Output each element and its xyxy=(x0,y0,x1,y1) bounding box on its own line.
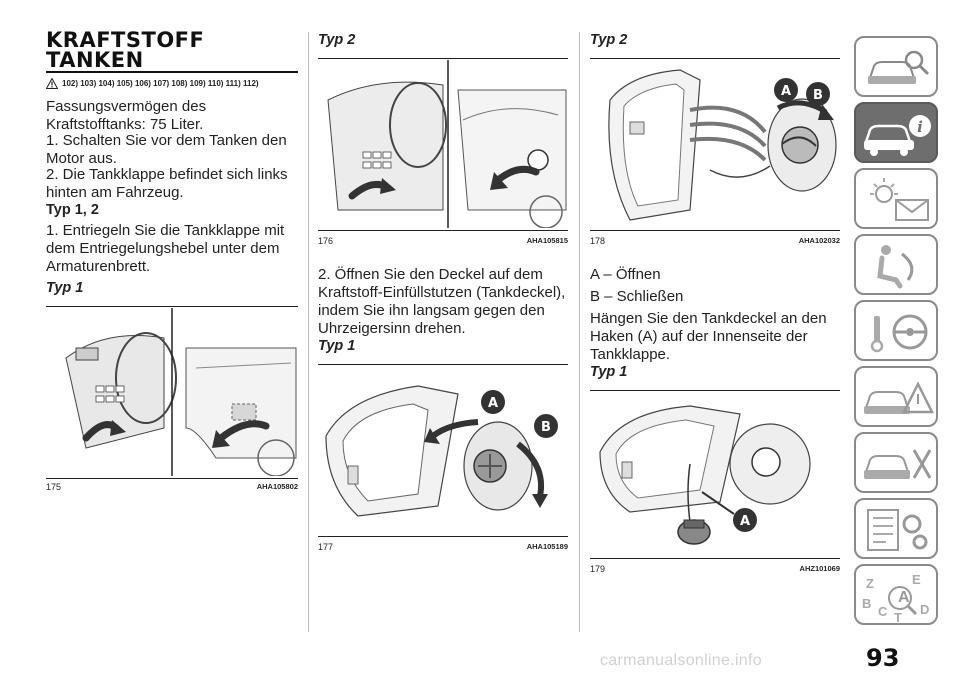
fuel-cap-open-close-illustration: A B xyxy=(608,69,837,221)
subheading-typ-2: Typ 2 xyxy=(590,32,628,48)
fuel-cap-hanging-illustration: A xyxy=(599,405,811,545)
section-title: KRAFTSTOFF TANKEN xyxy=(46,28,205,72)
key-steering-wheel-icon xyxy=(870,314,928,353)
fuel-cap-rotation-illustration: A B xyxy=(325,385,558,517)
hang-cap-text: Hängen Sie den Tankdeckel an den Haken (… xyxy=(590,310,827,363)
label-a: A xyxy=(781,84,791,99)
figure-number: 176 xyxy=(318,236,334,246)
title-line-1: KRAFTSTOFF xyxy=(46,28,205,52)
page-number: 93 xyxy=(866,644,900,672)
car-info-icon: i xyxy=(864,115,931,156)
subheading-typ-2: Typ 2 xyxy=(318,32,356,48)
label-a: A xyxy=(740,514,750,529)
warning-light-message-icon xyxy=(870,178,929,221)
subheading-typ-1: Typ 1 xyxy=(590,364,628,380)
figure-bottom-rule xyxy=(318,536,568,537)
warning-refs-text: 102) 103) 104) 105) 106) 107) 108) 109) … xyxy=(62,79,259,88)
svg-text:A: A xyxy=(898,589,910,606)
step-2-text: 2. Die Tankklappe befindet sich links hi… xyxy=(46,166,288,201)
chapter-tab-car-info[interactable]: i xyxy=(854,102,938,163)
dashboard-and-fuel-door-illustration xyxy=(327,60,567,229)
specifications-gears-icon xyxy=(867,509,928,551)
label-b: B xyxy=(541,420,551,435)
figure-code: AHA102032 xyxy=(798,236,840,245)
unlock-flap-text: 1. Entriegeln Sie die Tankklappe mit dem… xyxy=(46,222,285,275)
column-divider xyxy=(308,32,309,632)
figure-top-rule xyxy=(46,306,298,307)
figure-top-rule xyxy=(590,390,840,391)
figure-number: 175 xyxy=(46,482,62,492)
svg-text:D: D xyxy=(920,602,929,617)
figure-top-rule xyxy=(318,364,568,365)
figure-bottom-rule xyxy=(590,558,840,559)
svg-text:i: i xyxy=(917,118,923,136)
figure-bottom-rule xyxy=(318,230,568,231)
car-search-icon xyxy=(868,50,930,84)
subheading-typ-1: Typ 1 xyxy=(46,280,84,296)
figure-178: A B xyxy=(590,60,840,228)
figure-code: AHA105189 xyxy=(526,542,568,551)
open-cap-text: 2. Öffnen Sie den Deckel auf dem Kraftst… xyxy=(318,266,566,337)
watermark: carmanualsonline.info xyxy=(600,652,762,669)
figure-code: AHA105815 xyxy=(526,236,568,245)
legend-b-close: B – Schließen xyxy=(590,288,684,305)
chapter-tab-technical-data[interactable] xyxy=(854,498,938,559)
figure-number: 178 xyxy=(590,236,606,246)
label-b: B xyxy=(813,88,823,103)
figure-top-rule xyxy=(318,58,568,59)
figure-176 xyxy=(318,60,568,229)
legend-a-open: A – Öffnen xyxy=(590,266,661,283)
svg-text:Z: Z xyxy=(866,576,874,591)
figure-code: AHZ101069 xyxy=(799,564,840,573)
chapter-tab-maintenance[interactable] xyxy=(854,432,938,493)
chapter-tab-starting-driving[interactable] xyxy=(854,300,938,361)
label-a: A xyxy=(488,396,498,411)
chapter-tab-car-search[interactable] xyxy=(854,36,938,97)
svg-text:B: B xyxy=(862,596,871,611)
figure-bottom-rule xyxy=(46,478,298,479)
tank-capacity-text: Fassungsvermögen des Kraftstofftanks: 75… xyxy=(46,98,207,133)
svg-text:C: C xyxy=(878,604,888,619)
airbag-seat-icon xyxy=(877,245,914,289)
figure-number: 177 xyxy=(318,542,334,552)
chapter-tab-warning-lights[interactable] xyxy=(854,168,938,229)
figure-179: A xyxy=(590,392,840,556)
figure-code: AHA105802 xyxy=(256,482,298,491)
svg-text:T: T xyxy=(894,610,902,625)
figure-175 xyxy=(46,308,298,477)
subheading-typ-1: Typ 1 xyxy=(318,338,356,354)
dashboard-release-lever-illustration xyxy=(46,308,297,477)
figure-number: 179 xyxy=(590,564,606,574)
car-service-tools-icon xyxy=(864,449,932,479)
chapter-tab-emergency[interactable] xyxy=(854,366,938,427)
column-divider xyxy=(579,32,580,632)
car-warning-triangle-icon xyxy=(864,381,935,414)
chapter-tab-safety[interactable] xyxy=(854,234,938,295)
svg-text:E: E xyxy=(912,572,921,587)
title-line-2: TANKEN xyxy=(46,48,144,72)
figure-top-rule xyxy=(590,58,840,59)
subheading-typ-1-2: Typ 1, 2 xyxy=(46,202,99,218)
figure-bottom-rule xyxy=(590,230,840,231)
warning-references: 102) 103) 104) 105) 106) 107) 108) 109) … xyxy=(46,78,259,89)
warning-triangle-icon xyxy=(46,78,58,89)
title-underline xyxy=(46,71,298,73)
step-1-text: 1. Schalten Sie vor dem Tanken den Motor… xyxy=(46,132,287,167)
figure-177: A B xyxy=(318,366,568,534)
